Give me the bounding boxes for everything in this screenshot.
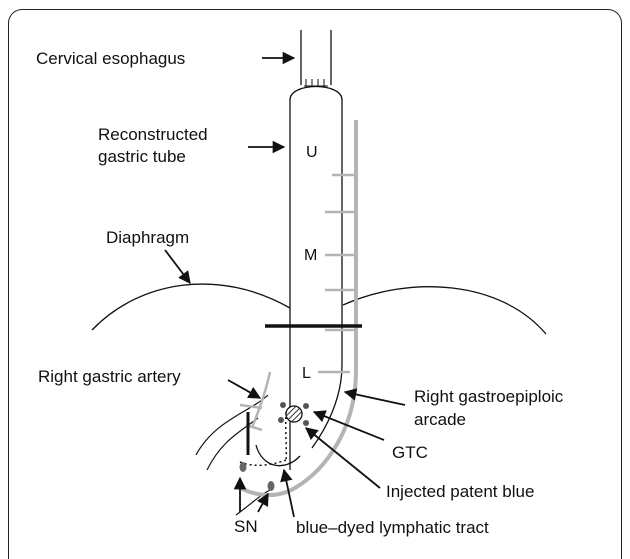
- label-gastroepiploic-line2: arcade: [414, 410, 466, 429]
- segment-label-lower: L: [302, 365, 311, 382]
- gtc-injection-site: [278, 402, 309, 426]
- label-injected-patent-blue: Injected patent blue: [386, 482, 534, 501]
- segment-label-middle: M: [304, 247, 317, 264]
- gastric-tube-diagram: Cervical esophagus Reconstructed gastric…: [0, 0, 630, 545]
- label-cervical-esophagus: Cervical esophagus: [36, 49, 185, 68]
- label-reconstructed-line2: gastric tube: [98, 147, 186, 166]
- segment-label-upper: U: [306, 144, 318, 161]
- label-right-gastric-artery: Right gastric artery: [38, 367, 181, 386]
- label-diaphragm: Diaphragm: [106, 228, 189, 247]
- label-reconstructed-line1: Reconstructed: [98, 125, 208, 144]
- label-gtc: GTC: [392, 443, 428, 462]
- sentinel-node-right: [268, 481, 275, 491]
- cervical-esophagus-tube: [301, 30, 331, 86]
- right-gastric-artery: [240, 372, 270, 430]
- label-lymphatic-tract: blue–dyed lymphatic tract: [296, 518, 489, 537]
- sentinel-node-left: [240, 462, 247, 472]
- label-gastroepiploic-line1: Right gastroepiploic: [414, 387, 564, 406]
- gastroepiploic-arcade: [236, 120, 356, 495]
- label-sn: SN: [234, 517, 258, 536]
